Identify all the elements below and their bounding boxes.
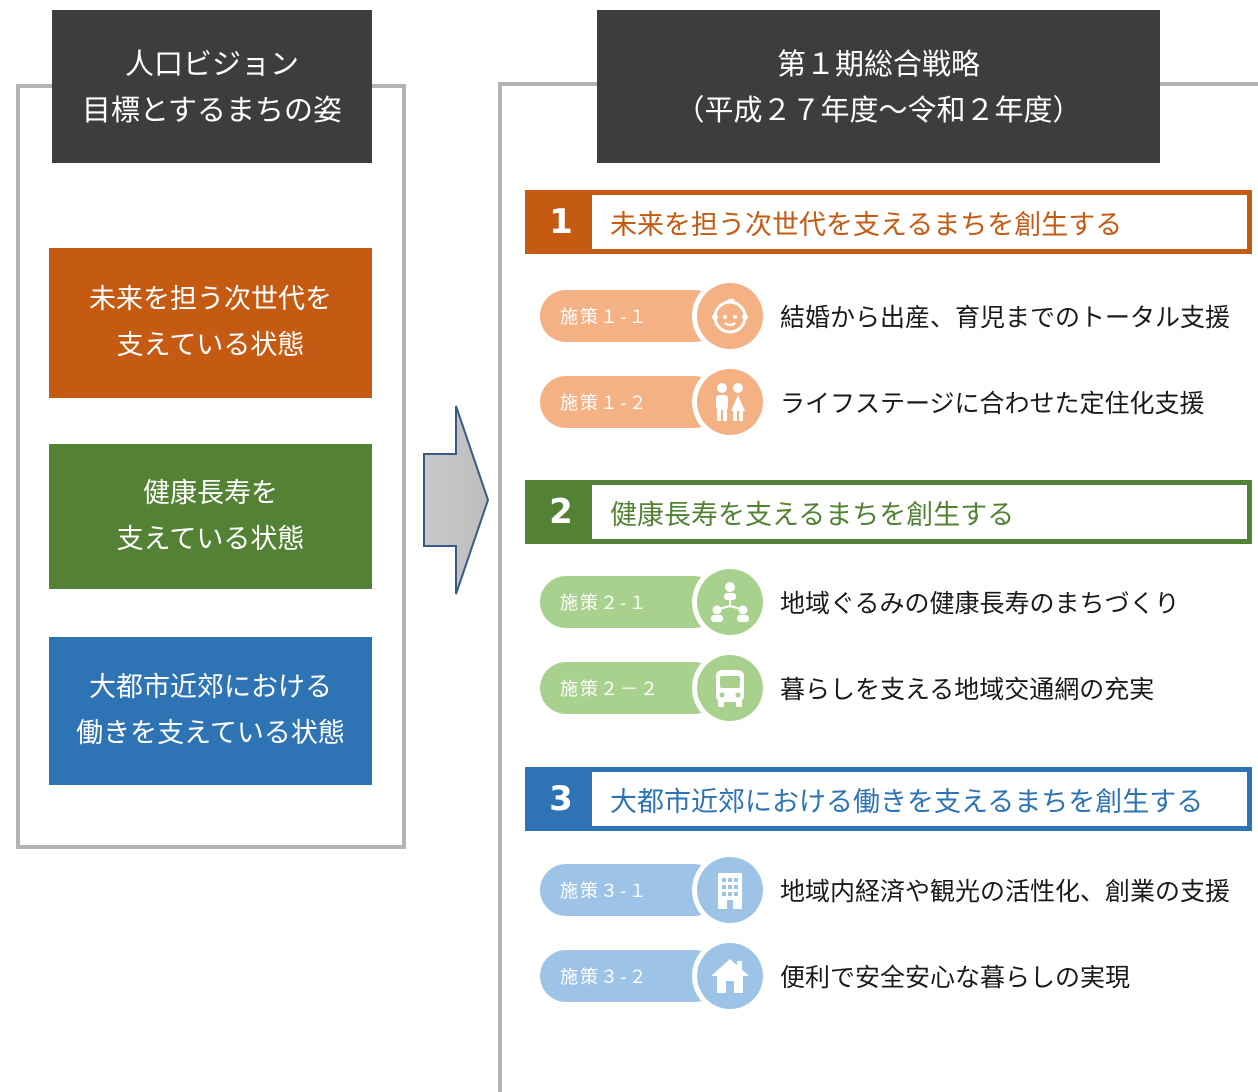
- goal-3-bar: 3 大都市近郊における働きを支えるまちを創生する: [525, 767, 1252, 831]
- measure-icon-circle: [692, 852, 768, 928]
- goal-title: 大都市近郊における働きを支えるまちを創生する: [610, 786, 1204, 818]
- measure-2-1: 施策２-１ 地域ぐるみの健康長寿のまちづくり: [540, 564, 1258, 640]
- strategy-header-line-2: （平成２７年度～令和２年度）: [675, 92, 1082, 127]
- state-line: 働きを支えている状態: [76, 718, 345, 749]
- house-icon: [697, 943, 763, 1009]
- state-line: 支えている状態: [116, 523, 305, 555]
- measure-label: 施策２－２: [540, 662, 720, 714]
- measure-label: 施策３-１: [540, 864, 720, 916]
- vision-header-line-2: 目標とするまちの姿: [81, 92, 343, 127]
- measure-1-2: 施策１-２ ライフステージに合わせた定住化支援: [540, 364, 1258, 440]
- vision-state-healthy-longevity: 健康長寿を 支えている状態: [49, 444, 372, 589]
- state-line: 未来を担う次世代を: [89, 284, 332, 315]
- goal-number: 2: [530, 485, 592, 539]
- measure-icon-circle: [692, 938, 768, 1014]
- measure-text: 地域内経済や観光の活性化、創業の支援: [780, 877, 1231, 906]
- goal-2-bar: 2 健康長寿を支えるまちを創生する: [525, 480, 1252, 544]
- measure-label: 施策３-２: [540, 950, 720, 1002]
- measure-icon-circle: [692, 564, 768, 640]
- measure-label: 施策１-２: [540, 376, 720, 428]
- goal-1-bar: 1 未来を担う次世代を支えるまちを創生する: [525, 190, 1252, 254]
- bus-icon: [697, 655, 763, 721]
- state-line: 支えている状態: [116, 330, 305, 361]
- measure-3-1: 施策３-１ 地域内経済や観光の活性化、創業の支援: [540, 852, 1258, 928]
- flow-arrow-icon: [423, 405, 490, 595]
- vision-header-line-1: 人口ビジョン: [124, 46, 299, 81]
- measure-label: 施策１-１: [540, 290, 720, 342]
- strategy-header-line-1: 第１期総合戦略: [776, 46, 980, 81]
- building-icon: [697, 857, 763, 923]
- vision-state-next-generation: 未来を担う次世代を 支えている状態: [49, 248, 372, 398]
- measure-3-2: 施策３-２ 便利で安全安心な暮らしの実現: [540, 938, 1258, 1014]
- goal-number: 1: [530, 195, 592, 249]
- measure-text: ライフステージに合わせた定住化支援: [780, 389, 1205, 418]
- measure-text: 便利で安全安心な暮らしの実現: [780, 963, 1131, 992]
- family-icon: [697, 369, 763, 435]
- measure-icon-circle: [692, 364, 768, 440]
- strategy-header: 第１期総合戦略 （平成２７年度～令和２年度）: [597, 10, 1160, 163]
- measure-text: 結婚から出産、育児までのトータル支援: [780, 303, 1231, 332]
- goal-title: 未来を担う次世代を支えるまちを創生する: [610, 209, 1123, 241]
- vision-state-metro-work: 大都市近郊における 働きを支えている状態: [49, 637, 372, 785]
- goal-number: 3: [530, 772, 592, 826]
- measure-label: 施策２-１: [540, 576, 720, 628]
- community-network-icon: [697, 569, 763, 635]
- vision-header: 人口ビジョン 目標とするまちの姿: [52, 10, 372, 163]
- measure-1-1: 施策１-１ 結婚から出産、育児までのトータル支援: [540, 278, 1258, 354]
- state-line: 健康長寿を: [143, 477, 278, 509]
- state-line: 大都市近郊における: [89, 672, 332, 703]
- measure-text: 地域ぐるみの健康長寿のまちづくり: [780, 589, 1180, 618]
- goal-title: 健康長寿を支えるまちを創生する: [610, 499, 1015, 531]
- measure-2-2: 施策２－２ 暮らしを支える地域交通網の充実: [540, 650, 1258, 726]
- baby-face-icon: [697, 283, 763, 349]
- measure-text: 暮らしを支える地域交通網の充実: [780, 675, 1155, 704]
- measure-icon-circle: [692, 650, 768, 726]
- measure-icon-circle: [692, 278, 768, 354]
